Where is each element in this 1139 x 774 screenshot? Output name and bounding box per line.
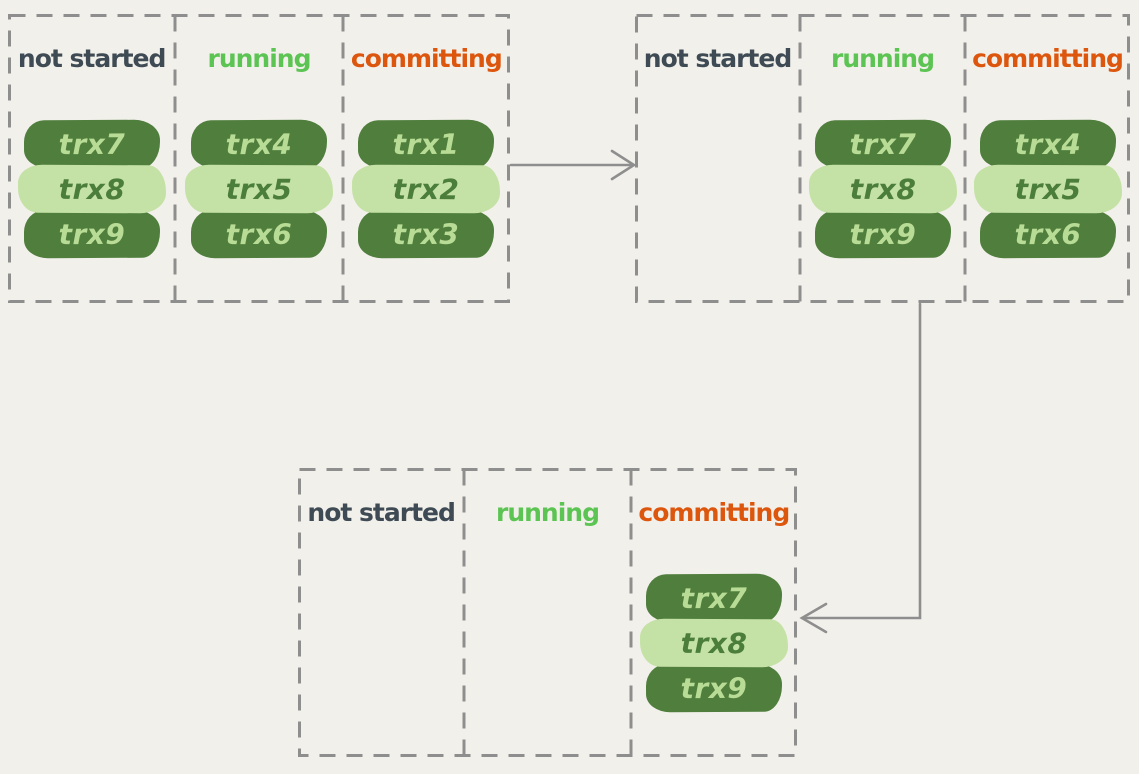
column-not-started: not started trx7 trx8 trx9	[8, 14, 175, 303]
transaction-pill: trx8	[17, 164, 166, 214]
transaction-pill: trx7	[814, 119, 951, 169]
arrow-head	[610, 149, 637, 181]
transaction-pill: trx7	[23, 119, 160, 169]
column-not-started: not started	[635, 14, 800, 303]
column-not-started: not started	[298, 468, 464, 757]
column-committing: committing trx4 trx5 trx6	[965, 14, 1130, 303]
column-label-running: running	[495, 498, 600, 527]
transaction-pill: trx9	[645, 663, 782, 713]
panel-step-3: not started running committing trx7 trx8…	[298, 468, 797, 757]
arrow-head	[799, 602, 828, 634]
panel-3-outline	[298, 468, 797, 757]
transaction-pill: trx8	[639, 618, 788, 668]
transaction-stack: trx7 trx8 trx9	[800, 119, 965, 259]
transaction-pill: trx3	[358, 209, 495, 259]
column-label-running: running	[831, 44, 935, 73]
transaction-stack: trx4 trx5 trx6	[965, 119, 1130, 259]
column-label-running: running	[207, 44, 311, 73]
column-label-not-started: not started	[643, 44, 792, 73]
transaction-stack: trx4 trx5 trx6	[175, 119, 342, 259]
arrow-shaft	[803, 302, 922, 620]
transaction-pill: trx7	[645, 573, 782, 623]
transaction-pill: trx9	[23, 209, 160, 259]
transaction-pill: trx4	[190, 119, 328, 169]
arrow-step2-to-step3	[799, 302, 922, 634]
transaction-pill: trx6	[979, 209, 1116, 259]
column-committing: committing trx1 trx2 trx3	[343, 14, 510, 303]
column-label-committing: committing	[638, 498, 790, 527]
panel-step-1: not started trx7 trx8 trx9 running trx4 …	[8, 14, 510, 303]
column-label-not-started: not started	[17, 44, 166, 73]
transaction-pill: trx6	[190, 209, 328, 259]
transaction-pill: trx8	[808, 164, 957, 214]
column-committing: committing trx7 trx8 trx9	[631, 468, 797, 757]
column-running: running trx4 trx5 trx6	[175, 14, 342, 303]
transaction-stack: trx1 trx2 trx3	[343, 119, 510, 259]
column-label-committing: committing	[972, 44, 1124, 73]
transaction-stack: trx7 trx8 trx9	[8, 119, 175, 259]
panel-2-outline	[635, 14, 1130, 303]
panel-step-2: not started running trx7 trx8 trx9 commi…	[635, 14, 1130, 303]
column-running: running trx7 trx8 trx9	[800, 14, 965, 303]
transaction-pill: trx2	[352, 164, 501, 214]
transaction-pill: trx5	[973, 164, 1122, 214]
transaction-pill: trx4	[979, 119, 1116, 169]
panel-1-outline	[8, 14, 510, 303]
column-label-not-started: not started	[307, 498, 455, 527]
transaction-pill: trx5	[184, 164, 334, 214]
transaction-stack: trx7 trx8 trx9	[631, 573, 797, 713]
transaction-pill: trx9	[814, 209, 951, 259]
arrow-step1-to-step2	[509, 149, 637, 181]
column-running: running	[464, 468, 630, 757]
transaction-pill: trx1	[358, 119, 495, 169]
column-label-committing: committing	[350, 44, 503, 73]
